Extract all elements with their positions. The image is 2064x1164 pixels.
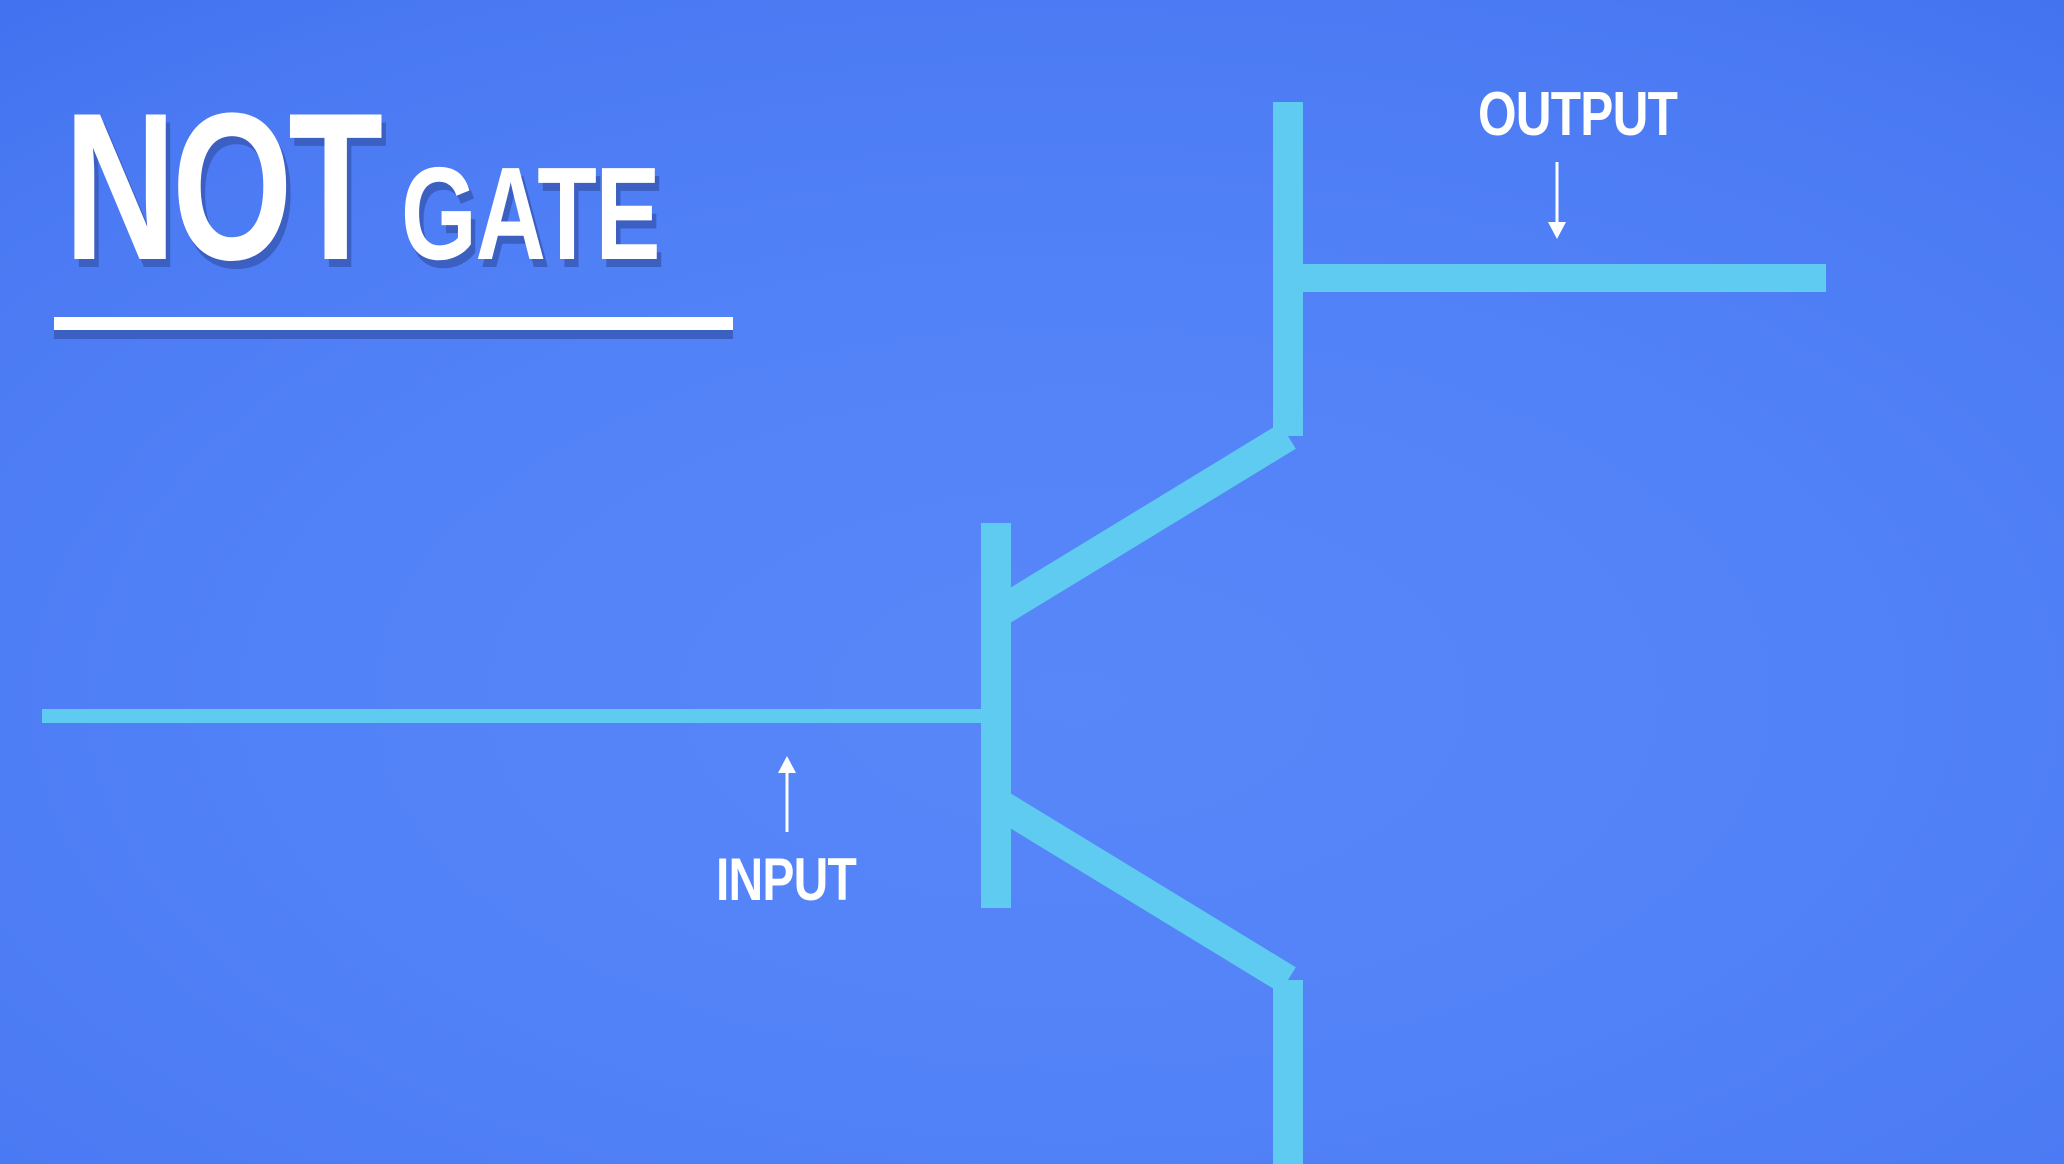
output-label: OUTPUT bbox=[1478, 80, 1678, 149]
arrow-up-icon bbox=[778, 756, 796, 832]
collector-diagonal bbox=[988, 423, 1296, 627]
emitter-diagonal bbox=[988, 789, 1296, 993]
title-word-not: NOT bbox=[64, 69, 383, 304]
input-label: INPUT bbox=[716, 846, 857, 913]
title-word-gate: GATE bbox=[400, 140, 661, 287]
arrow-down-icon bbox=[1548, 162, 1566, 239]
title-underline bbox=[54, 317, 733, 330]
